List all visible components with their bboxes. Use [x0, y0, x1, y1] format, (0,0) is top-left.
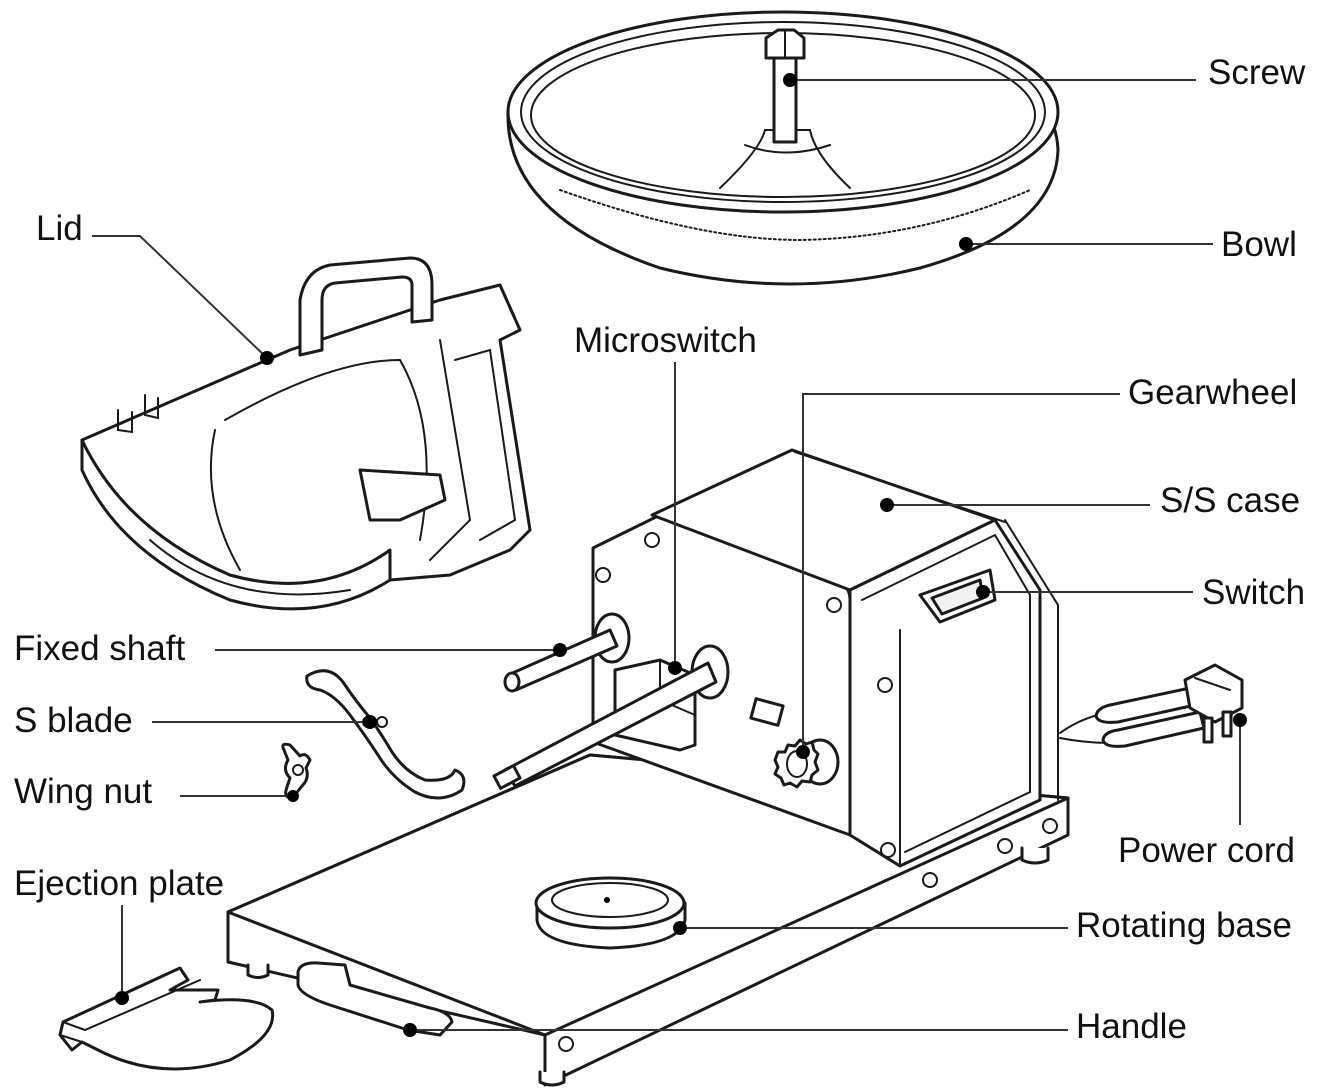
wing-nut-part [281, 742, 312, 799]
label-wing-nut: Wing nut [14, 772, 152, 811]
drive-shaft-part [492, 644, 730, 790]
label-bowl: Bowl [1221, 225, 1297, 264]
dot-lid [260, 351, 274, 365]
label-rotating-base: Rotating base [1076, 906, 1292, 945]
bowl-part [506, 10, 1060, 286]
label-gearwheel: Gearwheel [1128, 373, 1297, 412]
ejection-plate-part [58, 966, 275, 1071]
dot-wing-nut [287, 790, 299, 802]
dot-ejection-plate [115, 991, 129, 1005]
leader-dots [115, 73, 1247, 1037]
label-screw: Screw [1208, 53, 1306, 92]
label-power-cord: Power cord [1118, 831, 1295, 870]
label-ss-case: S/S case [1160, 481, 1300, 520]
label-switch: Switch [1202, 573, 1305, 612]
dot-microswitch [668, 661, 682, 675]
part-labels: Screw Bowl Lid Microswitch Gearwheel S/S… [14, 53, 1306, 1046]
dot-fixed-shaft [553, 643, 567, 657]
dot-s-blade [363, 715, 377, 729]
dot-rotating-base [673, 921, 687, 935]
dot-gearwheel [796, 745, 810, 759]
dot-bowl [959, 237, 973, 251]
label-ejection-plate: Ejection plate [14, 864, 224, 903]
fixed-shaft-part [503, 612, 631, 693]
s-blade-part [305, 669, 466, 800]
gearwheel-part [773, 738, 840, 789]
label-fixed-shaft: Fixed shaft [14, 629, 185, 668]
label-handle: Handle [1076, 1007, 1187, 1046]
label-microswitch: Microswitch [574, 321, 757, 360]
leader-lines [92, 79, 1241, 1031]
lid-part [80, 256, 532, 611]
dot-power-cord [1233, 713, 1247, 727]
dot-handle [403, 1023, 417, 1037]
label-lid: Lid [36, 209, 83, 248]
dot-ss-case [880, 498, 894, 512]
dot-switch [976, 585, 990, 599]
leader-gearwheel [802, 393, 1120, 752]
handle-part [296, 961, 454, 1037]
rotating-base-part [534, 876, 687, 950]
leader-lid [92, 235, 268, 359]
label-s-blade: S blade [14, 701, 133, 740]
power-cord-part [1059, 663, 1244, 748]
dot-screw [783, 73, 797, 87]
